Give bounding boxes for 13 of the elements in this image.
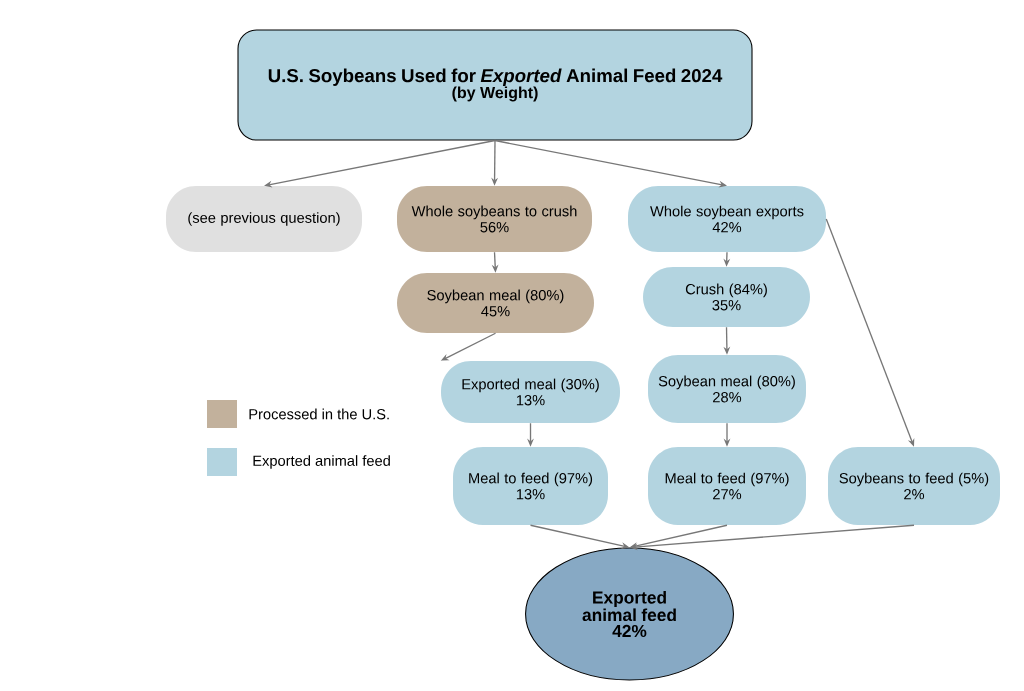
process-box: Whole soybean exports 42% — [628, 186, 826, 252]
process-box: Soybeans to feed (5%) 2% — [828, 447, 1000, 525]
legend-label: Exported animal feed — [253, 455, 390, 469]
process-box: Soybean meal (80%) 28% — [648, 355, 806, 423]
process-box: Exported meal (30%) 13% — [441, 361, 620, 423]
process-box: Meal to feed (97%) 13% — [453, 447, 608, 525]
title-box: U.S. Soybeans Used for Exported Animal Feed 2024 (by Weight) — [237, 29, 753, 141]
process-box: Meal to feed (97%) 27% — [648, 447, 806, 525]
process-box: Soybean meal (80%) 45% — [397, 273, 594, 333]
process-box: Crush (84%) 35% — [643, 267, 810, 327]
process-box: Whole soybeans to crush 56% — [397, 186, 592, 252]
legend-label: Processed in the U.S. — [249, 408, 389, 420]
process-box: (see previous question) — [166, 186, 362, 252]
